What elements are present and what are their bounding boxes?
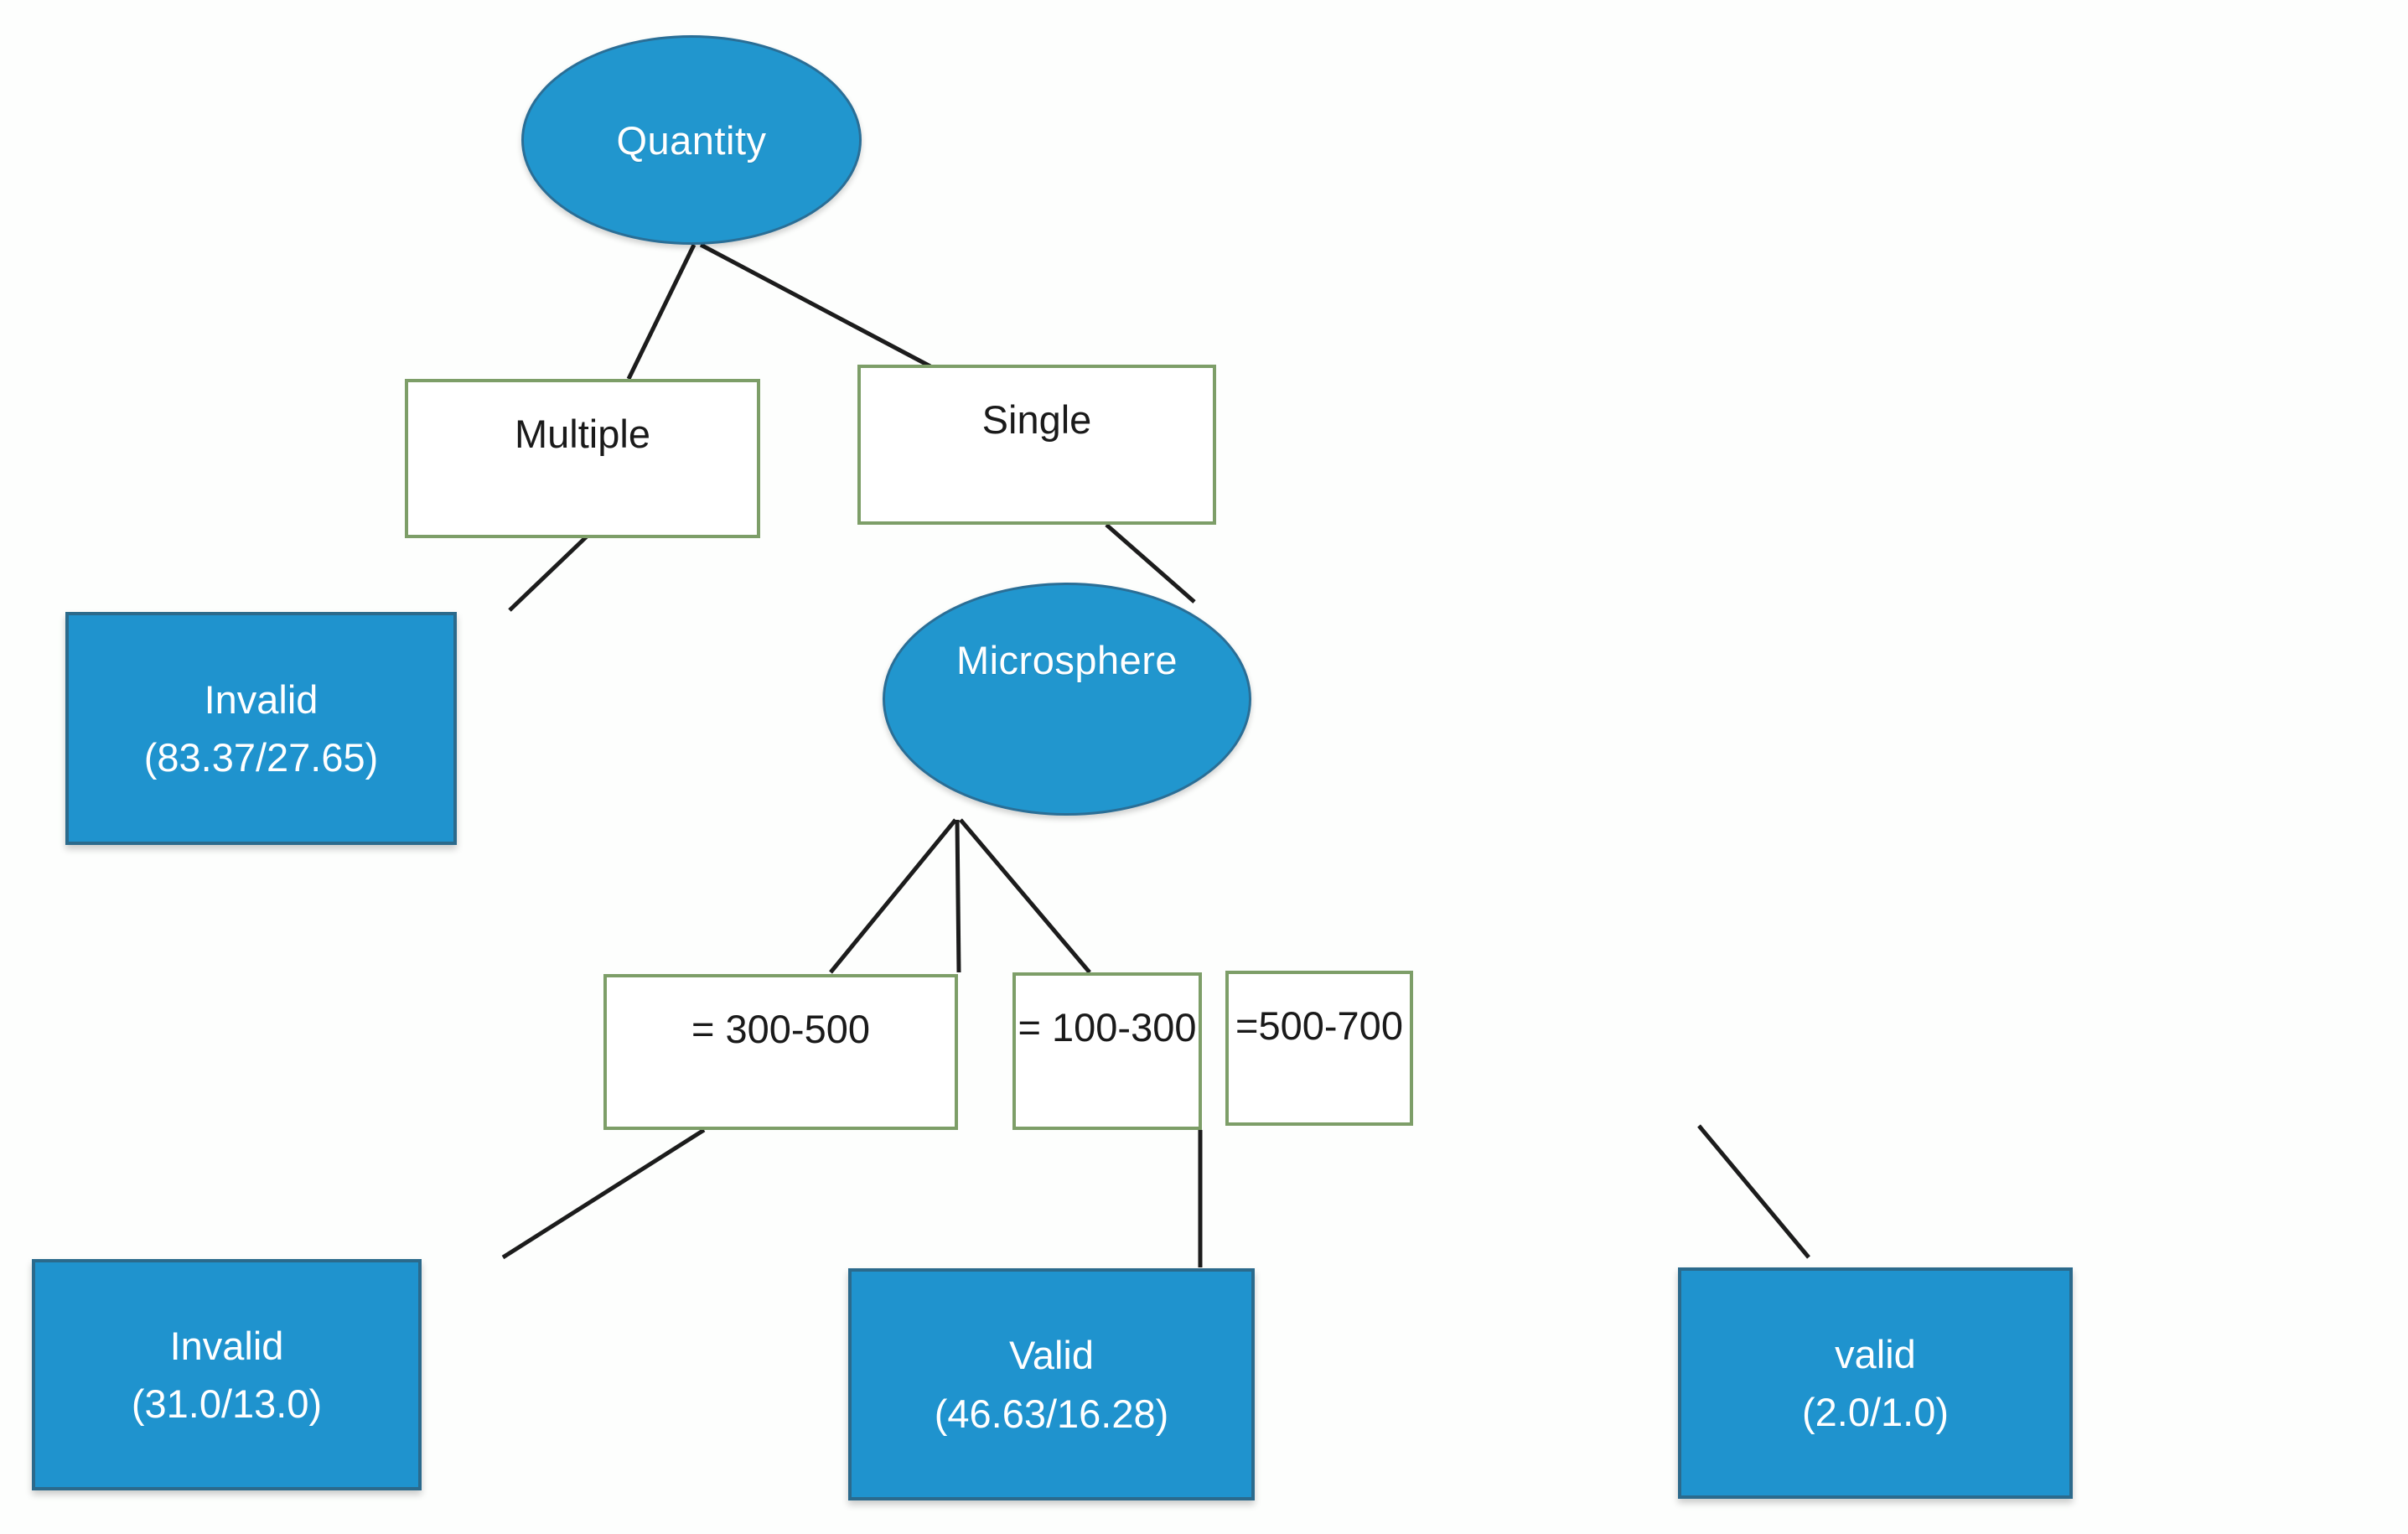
- node-leaf-invalid-1-stats: (83.37/27.65): [143, 735, 379, 780]
- node-leaf-valid-2[interactable]: valid (2.0/1.0): [1678, 1267, 2073, 1499]
- node-leaf-valid-1-stats: (46.63/16.28): [934, 1391, 1169, 1436]
- node-leaf-invalid-1-title: Invalid: [204, 676, 318, 722]
- node-microsphere-label: Microsphere: [955, 638, 1178, 682]
- edge-label-range-300-500[interactable]: = 300-500: [603, 974, 958, 1130]
- node-leaf-valid-1-title: Valid: [1008, 1333, 1095, 1378]
- edge-label-range-300-500-text: = 300-500: [691, 1007, 870, 1051]
- edge-r300-500-invalid: [501, 1127, 706, 1260]
- node-leaf-invalid-2-stats: (31.0/13.0): [131, 1381, 323, 1426]
- edge-label-range-500-700-text: =500-700: [1235, 1003, 1403, 1048]
- edge-label-range-100-300-text: = 100-300: [1018, 1005, 1197, 1049]
- node-quantity-label: Quantity: [616, 117, 767, 163]
- edge-quantity-multiple: [626, 243, 697, 381]
- node-leaf-valid-2-title: valid: [1835, 1331, 1916, 1376]
- edge-label-multiple-text: Multiple: [515, 412, 650, 456]
- edge-label-range-500-700[interactable]: =500-700: [1225, 971, 1413, 1126]
- node-leaf-valid-2-stats: (2.0/1.0): [1801, 1390, 1950, 1434]
- edge-microsphere-r300-500: [829, 818, 957, 974]
- edge-multiple-invalid: [508, 535, 588, 612]
- edge-label-single-text: Single: [981, 397, 1092, 442]
- node-microsphere[interactable]: Microsphere: [883, 583, 1251, 816]
- node-leaf-invalid-2-title: Invalid: [169, 1323, 284, 1368]
- edge-r500-700-valid: [1697, 1124, 1810, 1259]
- edge-label-single[interactable]: Single: [857, 365, 1216, 525]
- edge-microsphere-r500-700: [959, 818, 1091, 974]
- edge-microsphere-r100-300: [955, 819, 961, 973]
- node-leaf-invalid-2[interactable]: Invalid (31.0/13.0): [32, 1259, 422, 1490]
- edge-quantity-single: [699, 242, 932, 369]
- edge-label-range-100-300[interactable]: = 100-300: [1012, 972, 1202, 1130]
- node-leaf-invalid-1[interactable]: Invalid (83.37/27.65): [65, 612, 457, 845]
- node-leaf-valid-1[interactable]: Valid (46.63/16.28): [848, 1268, 1255, 1500]
- node-quantity[interactable]: Quantity: [521, 35, 862, 245]
- edge-label-multiple[interactable]: Multiple: [405, 379, 760, 538]
